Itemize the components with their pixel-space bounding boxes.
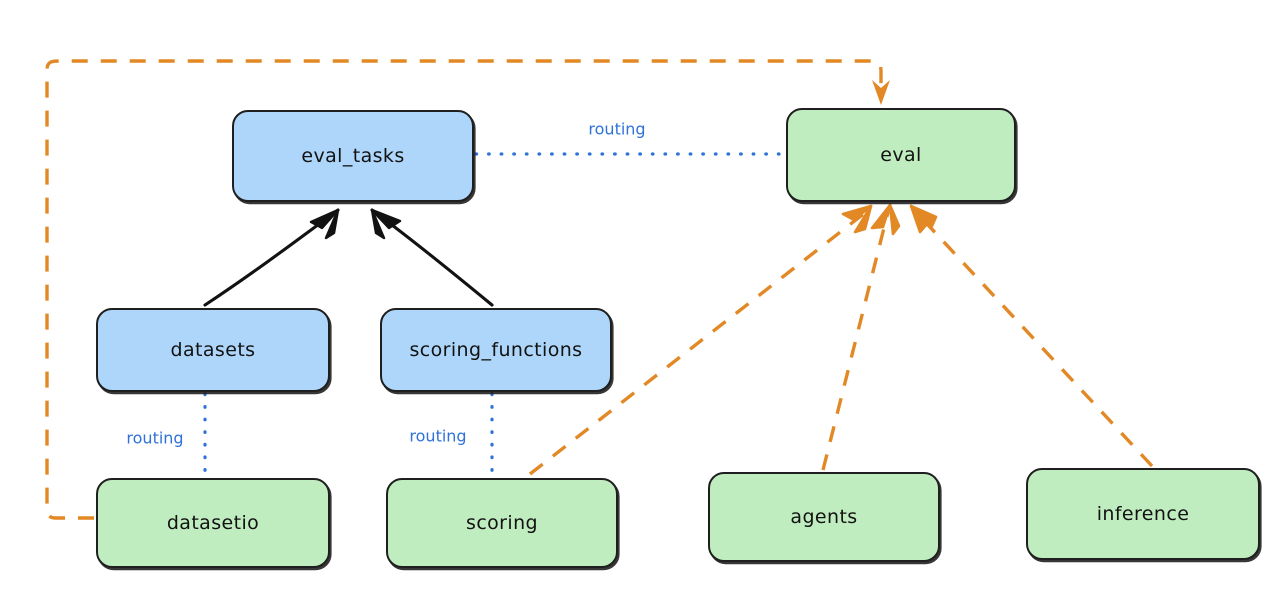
node-label-inference: inference [1096, 503, 1190, 525]
node-label-scoring: scoring [466, 512, 538, 534]
edge-datasets-to-eval-tasks [203, 208, 340, 307]
node-label-eval: eval [880, 144, 922, 166]
node-eval-tasks[interactable]: eval_tasks [232, 110, 474, 202]
node-eval[interactable]: eval [786, 108, 1016, 202]
edge-label-routing-eval-tasks-eval: routing [588, 119, 646, 139]
node-scoring-functions[interactable]: scoring_functions [380, 308, 612, 392]
node-label-datasets: datasets [170, 339, 256, 361]
node-datasets[interactable]: datasets [96, 308, 330, 392]
edge-label-routing-datasets-datasetio: routing [126, 428, 184, 448]
edge-label-routing-scoring-functions-scoring: routing [409, 426, 467, 446]
node-agents[interactable]: agents [708, 472, 940, 562]
node-inference[interactable]: inference [1026, 468, 1260, 560]
node-label-eval-tasks: eval_tasks [301, 145, 405, 167]
edge-agents-to-eval-provider [821, 203, 901, 471]
node-datasetio[interactable]: datasetio [96, 478, 330, 568]
node-scoring[interactable]: scoring [386, 478, 618, 568]
node-label-datasetio: datasetio [166, 512, 260, 534]
node-label-scoring-functions: scoring_functions [409, 339, 583, 361]
edge-datasetio-to-eval-provider [45, 59, 890, 520]
node-label-agents: agents [790, 506, 858, 528]
edge-inference-to-eval-provider [909, 204, 1154, 468]
edge-scoring-to-eval-provider [528, 204, 873, 476]
edge-scoring-functions-to-eval-tasks [370, 208, 494, 307]
